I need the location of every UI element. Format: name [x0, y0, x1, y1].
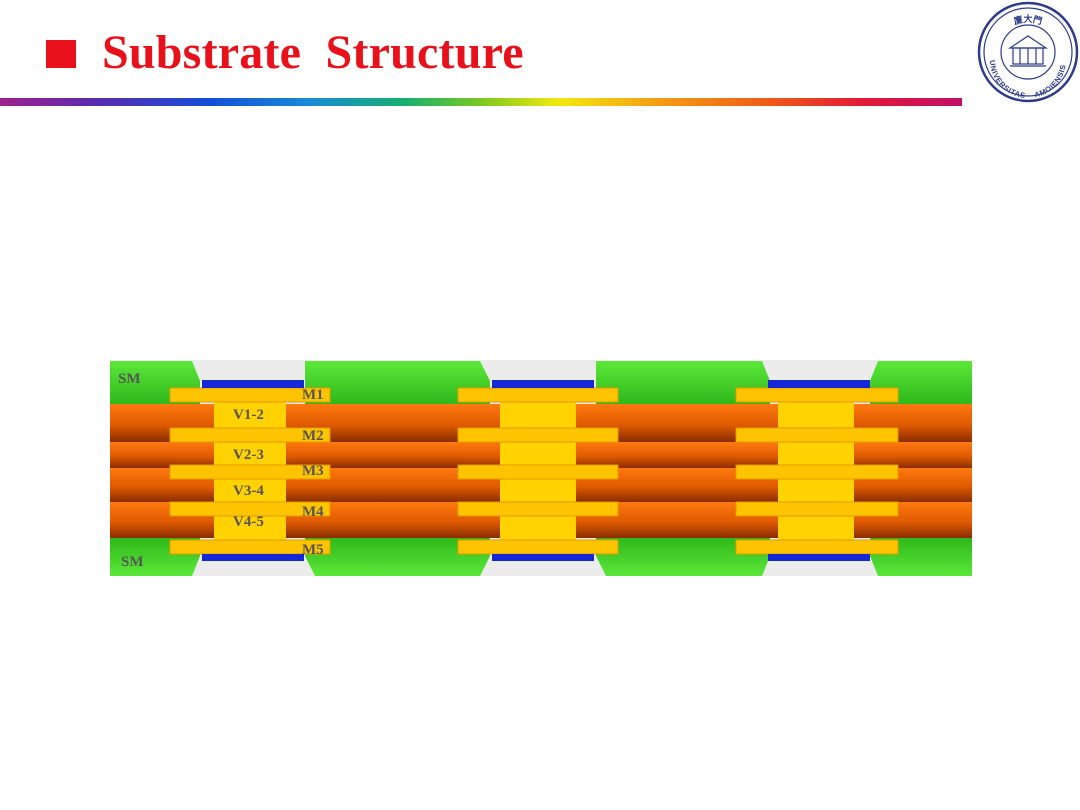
metal-pads	[169, 387, 899, 555]
label-m5: M5	[302, 542, 324, 558]
label-m1: M1	[302, 387, 324, 403]
svg-text:廈大門: 廈大門	[1011, 13, 1043, 27]
label-sm-top: SM	[118, 371, 141, 387]
label-v2-3: V2-3	[233, 447, 264, 463]
title-bullet-icon	[46, 40, 76, 68]
solder-mask-top	[110, 361, 972, 404]
page-title: Substrate Structure	[102, 26, 524, 79]
university-seal-logo: 廈大門 UNIVERSITAS AMOIENSIS	[977, 1, 1079, 103]
rainbow-divider	[0, 98, 962, 106]
label-v4-5: V4-5	[233, 514, 264, 530]
label-m4: M4	[302, 504, 324, 520]
label-sm-bottom: SM	[121, 554, 144, 570]
pad-openings	[202, 380, 870, 561]
label-m2: M2	[302, 428, 324, 444]
seal-building-icon	[1008, 35, 1048, 67]
label-m3: M3	[302, 463, 324, 479]
title-bar: Substrate Structure 廈大門 UNIVERSITAS AMOI…	[0, 0, 1080, 110]
label-v3-4: V3-4	[233, 483, 264, 499]
label-v1-2: V1-2	[233, 407, 264, 423]
